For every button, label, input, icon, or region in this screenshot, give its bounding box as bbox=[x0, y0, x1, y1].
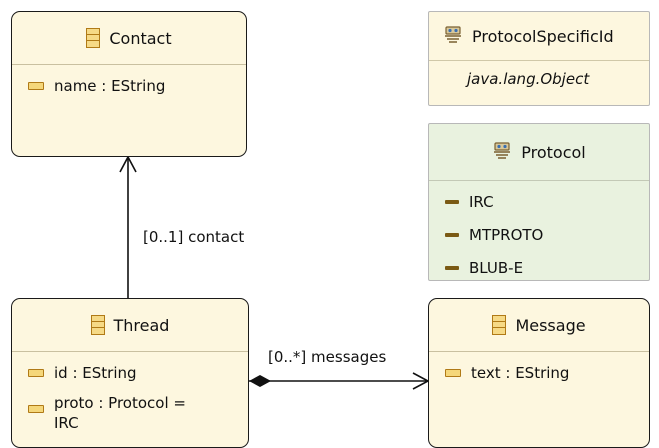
enum-literals: IRC MTPROTO BLUB-E bbox=[429, 180, 649, 280]
enum-header: Protocol bbox=[429, 124, 649, 180]
datatype-header: ProtocolSpecificId bbox=[429, 12, 649, 60]
eenum-icon bbox=[494, 142, 511, 159]
message-class-name: Message bbox=[515, 315, 586, 335]
eattribute-icon bbox=[28, 81, 44, 90]
eattribute-icon bbox=[28, 368, 44, 377]
datatype-name: ProtocolSpecificId bbox=[472, 26, 614, 46]
literal-label: MTPROTO bbox=[469, 225, 544, 244]
protocol-enum-box[interactable]: Protocol IRC MTPROTO BLUB-E bbox=[428, 123, 650, 281]
eattribute-icon bbox=[445, 368, 461, 377]
edatatype-icon bbox=[445, 26, 461, 43]
contact-arrowhead bbox=[119, 155, 137, 173]
messages-reference-label: [0..*] messages bbox=[268, 348, 387, 366]
contact-reference-label: [0..1] contact bbox=[143, 228, 245, 246]
eclass-icon bbox=[90, 315, 105, 335]
thread-attributes: id : EString proto : Protocol = IRC bbox=[12, 351, 248, 433]
message-attributes: text : EString bbox=[429, 351, 649, 389]
message-header: Message bbox=[429, 299, 649, 351]
protocol-specific-id-datatype-box[interactable]: ProtocolSpecificId java.lang.Object bbox=[428, 11, 650, 106]
literal-label: BLUB-E bbox=[469, 258, 524, 277]
message-class-box[interactable]: Message text : EString bbox=[428, 298, 650, 448]
literal-row[interactable]: MTPROTO bbox=[429, 218, 649, 251]
thread-class-box[interactable]: Thread id : EString proto : Protocol = I… bbox=[11, 298, 249, 448]
attribute-row[interactable]: id : EString bbox=[12, 356, 248, 389]
literal-row[interactable]: IRC bbox=[429, 185, 649, 218]
eenum-literal-icon bbox=[445, 199, 459, 204]
contact-class-name: Contact bbox=[109, 28, 172, 48]
datatype-body: java.lang.Object bbox=[429, 60, 649, 97]
contact-class-box[interactable]: Contact name : EString bbox=[11, 11, 247, 157]
eclass-icon bbox=[86, 28, 101, 48]
thread-header: Thread bbox=[12, 299, 248, 351]
attribute-row[interactable]: name : EString bbox=[12, 69, 246, 102]
eenum-literal-icon bbox=[445, 232, 459, 237]
attribute-row[interactable]: proto : Protocol = IRC bbox=[12, 389, 248, 433]
attribute-label: id : EString bbox=[54, 363, 137, 382]
attribute-label: text : EString bbox=[471, 363, 570, 382]
eclass-icon bbox=[492, 315, 507, 335]
instance-class-name: java.lang.Object bbox=[467, 70, 590, 88]
literal-row[interactable]: BLUB-E bbox=[429, 251, 649, 280]
enum-name: Protocol bbox=[521, 142, 586, 162]
thread-class-name: Thread bbox=[113, 315, 170, 335]
contact-attributes: name : EString bbox=[12, 64, 246, 102]
eattribute-icon bbox=[28, 405, 44, 413]
eenum-literal-icon bbox=[445, 265, 459, 270]
contact-header: Contact bbox=[12, 12, 246, 64]
attribute-label: proto : Protocol = IRC bbox=[54, 394, 186, 432]
composition-diamond bbox=[249, 375, 271, 387]
literal-label: IRC bbox=[469, 192, 494, 211]
attribute-label: name : EString bbox=[54, 76, 166, 95]
attribute-row[interactable]: text : EString bbox=[429, 356, 649, 389]
